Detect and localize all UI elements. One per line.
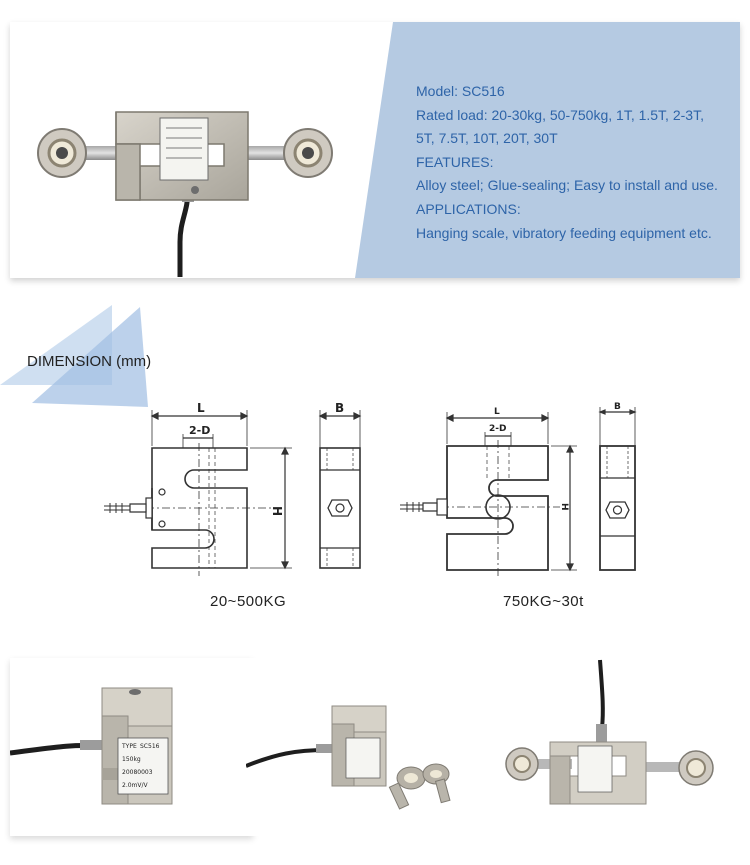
- triangle-decoration-icon: [0, 305, 148, 407]
- nameplate-capacity-value: 150kg: [122, 756, 141, 763]
- s-type-load-cell-image: TYPE SC516 150kg 20080003 2.0mV/V: [10, 687, 173, 805]
- nameplate-serial-value: 20080003: [122, 769, 153, 776]
- small-model-side-drawing: B: [318, 402, 362, 569]
- rated-load-line-2: 5T, 7.5T, 10T, 20T, 30T: [416, 130, 558, 147]
- large-2D-label: 2-D: [489, 424, 506, 434]
- nameplate-output-value: 2.0mV/V: [122, 782, 149, 789]
- small-B-label: B: [335, 402, 344, 415]
- small-model-caption: 20~500KG: [210, 593, 287, 610]
- product-photo-cable: TYPE SC516 150kg 20080003 2.0mV/V: [10, 658, 253, 836]
- product-spec-text: Model: SC516 Rated load: 20-30kg, 50-750…: [416, 80, 736, 245]
- large-H-label: H: [559, 503, 569, 511]
- model-line: Model: SC516: [416, 83, 505, 99]
- product-photo-with-bearings: [246, 658, 489, 836]
- nameplate-model-value: SC516: [140, 743, 160, 750]
- features-text: Alloy steel; Glue-sealing; Easy to insta…: [416, 177, 718, 194]
- s-type-load-cell-image: [246, 705, 451, 810]
- applications-text: Hanging scale, vibratory feeding equipme…: [416, 224, 712, 241]
- s-type-load-cell-image: [505, 659, 714, 805]
- large-model-front-drawing: L 2-D H: [400, 407, 577, 578]
- applications-heading: APPLICATIONS:: [416, 200, 521, 217]
- s-type-load-cell-image: [37, 111, 333, 277]
- large-model-caption: 750KG~30t: [503, 593, 584, 610]
- rated-load-line-1: Rated load: 20-30kg, 50-750kg, 1T, 1.5T,…: [416, 106, 704, 123]
- large-model-side-drawing: B: [598, 402, 637, 571]
- product-photo-assembly: [484, 658, 740, 836]
- small-H-label: H: [270, 506, 284, 516]
- small-L-label: L: [197, 401, 205, 415]
- banner-blue-panel: [355, 22, 740, 278]
- dimension-title: DIMENSION (mm): [27, 353, 152, 370]
- product-banner: Model: SC516 Rated load: 20-30kg, 50-750…: [10, 22, 740, 278]
- nameplate-type-label: TYPE: [121, 743, 137, 750]
- large-L-label: L: [494, 407, 500, 417]
- features-heading: FEATURES:: [416, 153, 494, 170]
- small-2D-label: 2-D: [189, 424, 210, 437]
- large-B-label: B: [614, 402, 621, 412]
- small-model-front-drawing: L 2-D H: [104, 401, 292, 576]
